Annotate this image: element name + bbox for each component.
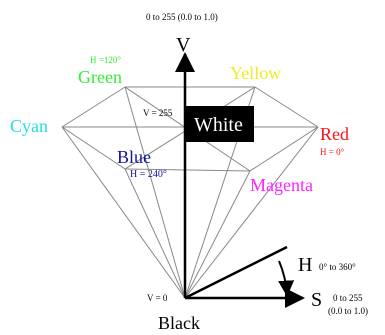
edge-cyan-green bbox=[61, 86, 126, 128]
edge-yellow-red bbox=[254, 86, 319, 128]
cone-blue bbox=[124, 168, 186, 299]
edge-blue-cyan bbox=[61, 126, 126, 170]
black-label: Black bbox=[158, 313, 200, 333]
green-hue-label: H =120° bbox=[90, 55, 121, 65]
v-axis-label: V bbox=[176, 34, 191, 56]
green-label: Green bbox=[78, 67, 122, 87]
blue-label: Blue bbox=[117, 147, 151, 167]
s-range-label-2: (0.0 to 1.0) bbox=[328, 306, 368, 316]
red-label: Red bbox=[320, 124, 349, 144]
cyan-label: Cyan bbox=[10, 116, 48, 136]
h-radial-line bbox=[184, 245, 288, 300]
v-range-label: 0 to 255 (0.0 to 1.0) bbox=[146, 12, 218, 22]
blue-hue-label: H = 240° bbox=[130, 169, 167, 180]
cone-cyan bbox=[61, 126, 186, 299]
h-range-label: 0° to 360° bbox=[319, 262, 356, 272]
cone-magenta bbox=[184, 170, 251, 299]
cone-green bbox=[124, 86, 186, 299]
h-axis-label: H bbox=[298, 254, 313, 276]
s-axis-label: S bbox=[311, 289, 323, 311]
white-label: White bbox=[194, 114, 243, 136]
red-hue-label: H = 0° bbox=[320, 147, 345, 157]
v0-label: V = 0 bbox=[147, 293, 168, 303]
white-vertex-box: White bbox=[186, 106, 254, 142]
cone-red bbox=[184, 126, 319, 299]
magenta-label: Magenta bbox=[250, 175, 313, 195]
yellow-label: Yellow bbox=[230, 63, 282, 83]
edge-red-magenta bbox=[249, 126, 319, 172]
v255-label: V = 255 bbox=[143, 108, 173, 118]
s-range-label-1: 0 to 255 bbox=[333, 293, 363, 303]
h-arc-arrow bbox=[278, 260, 295, 297]
edge-magenta-blue bbox=[124, 168, 251, 172]
